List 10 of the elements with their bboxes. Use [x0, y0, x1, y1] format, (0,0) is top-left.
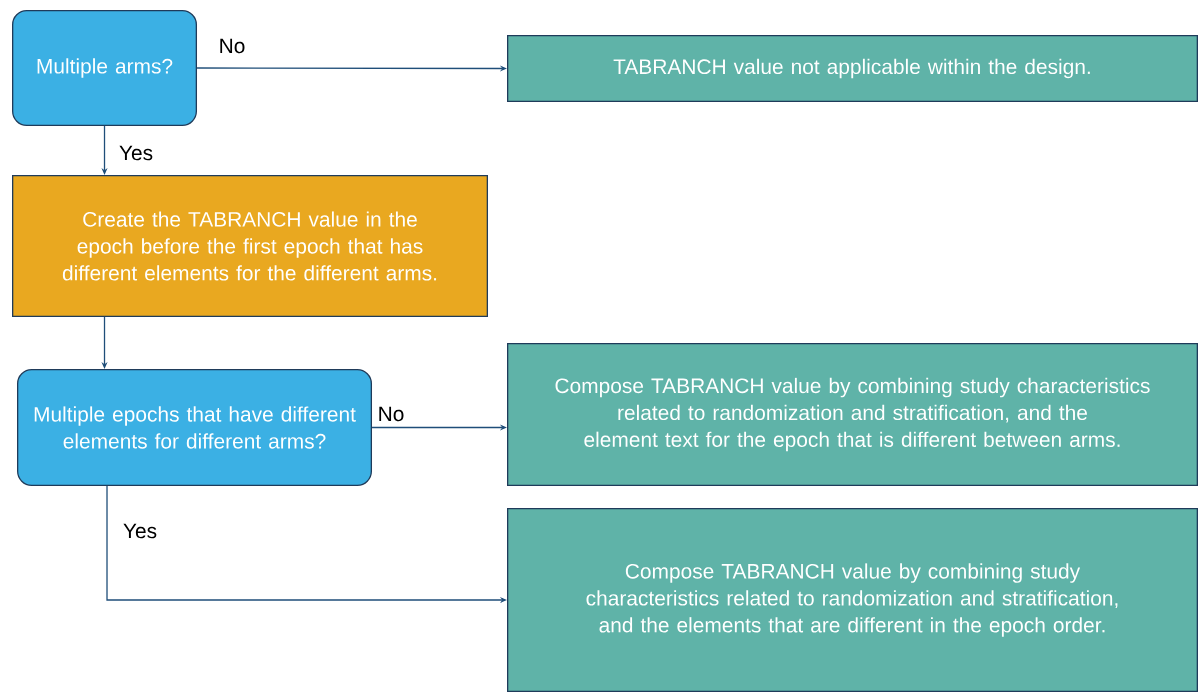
process-box: Create the TABRANCH value in the epoch before the first epoch that has different elements for the different arms. [12, 175, 488, 317]
result-box: TABRANCH value not applicable within the design. [507, 35, 1198, 102]
edge-label: No [217, 37, 247, 55]
result-box: Compose TABRANCH value by combining study characteristics related to randomization and stratification, and the elements that are different in the epoch order. [507, 508, 1198, 692]
result-box: Compose TABRANCH value by combining study characteristics related to randomization and stratification, and the element text for the epoch that is different between arms. [507, 343, 1198, 486]
edge-label: Yes [121, 522, 159, 540]
decision-box: Multiple epochs that have different elements for different arms? [17, 369, 372, 486]
edge-label: Yes [117, 144, 155, 162]
decision-box: Multiple arms? [12, 10, 197, 126]
edge-label: No [376, 405, 406, 423]
